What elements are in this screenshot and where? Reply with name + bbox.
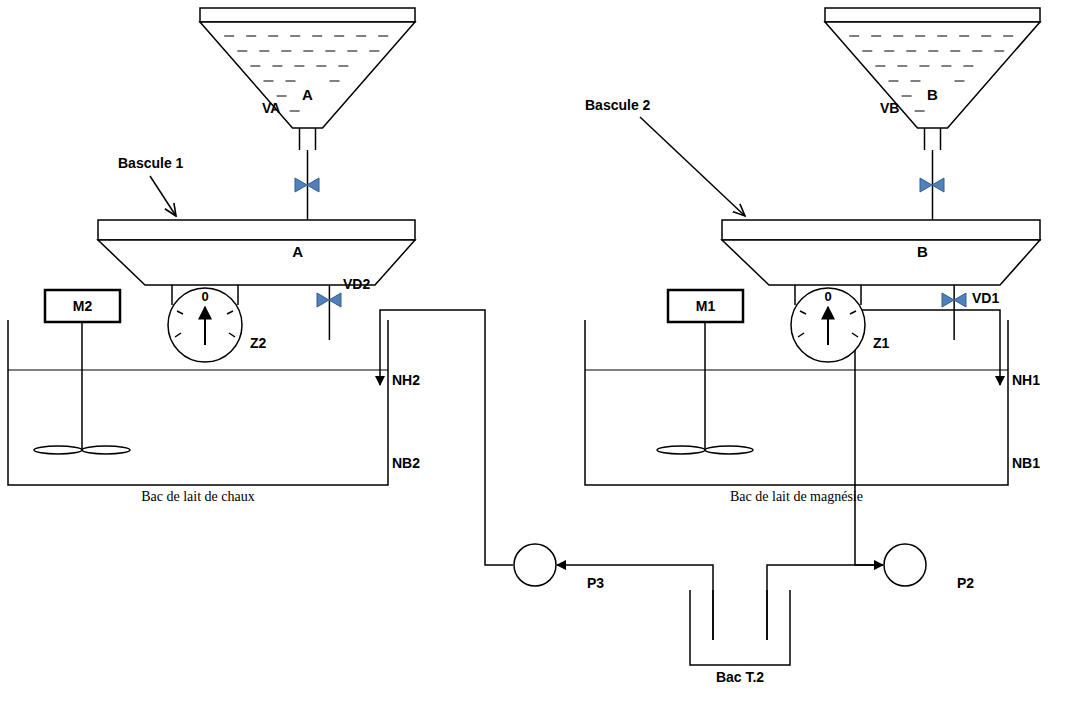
valve-symbol (317, 293, 341, 307)
hopper: A (200, 8, 415, 150)
part-label: NB2 (392, 455, 420, 471)
part-label: VD2 (343, 276, 370, 292)
pump-outline (883, 543, 927, 587)
bascule-outline (98, 220, 415, 285)
buffer-tank: Bac T.2 (690, 590, 790, 665)
scale-dial: 0 (167, 287, 243, 363)
pipe-line (953, 285, 955, 340)
part-label: VB (880, 100, 899, 116)
pump: P3 (513, 543, 557, 587)
node-text: M2 (73, 298, 92, 314)
node-text: A (302, 86, 313, 103)
agitator-shaft (81, 322, 83, 450)
node-text: A (292, 243, 303, 260)
scale-leg (860, 285, 862, 305)
part-label: Z1 (873, 335, 889, 351)
mixing-tank: Bac de lait de chaux (8, 320, 388, 485)
part-label: Bascule 2 (585, 97, 650, 113)
hopper-outline (825, 8, 1040, 150)
scale-leg (794, 285, 796, 305)
tank-outline (8, 320, 388, 485)
pipe-line (767, 565, 883, 640)
pipe-line (855, 310, 1000, 565)
weighing-hopper: A (98, 220, 415, 285)
scale-leg (171, 285, 173, 305)
hopper-outline (200, 8, 415, 150)
scale-leg (237, 285, 239, 305)
tank-caption: Bac T.2 (716, 669, 764, 685)
pump: P2 (883, 543, 927, 587)
pump-label: P2 (957, 575, 974, 591)
hopper: B (825, 8, 1040, 150)
agitator-blade (34, 446, 82, 454)
part-label: NB1 (1012, 455, 1040, 471)
weighing-hopper: B (722, 220, 1040, 285)
pipe-line (329, 285, 331, 340)
part-label: Z2 (250, 335, 266, 351)
bascule-outline (722, 220, 1040, 285)
part-label: Bascule 1 (118, 155, 183, 171)
part-label: VD1 (972, 290, 999, 306)
pipe-line (380, 310, 513, 565)
agitator-shaft (704, 322, 706, 450)
tank-caption: Bac de lait de chaux (141, 489, 255, 505)
tank-caption: Bac de lait de magnésie (730, 489, 863, 505)
leader-arrow (640, 117, 745, 216)
node-text: B (927, 86, 938, 103)
part-label: NH1 (1012, 372, 1040, 388)
scale-dial: 0 (790, 287, 866, 363)
motor-box: M2 (45, 290, 120, 322)
agitator-blade (82, 446, 130, 454)
motor-box: M1 (668, 290, 743, 322)
agitator-blade (657, 446, 705, 454)
pipe-wall (766, 590, 768, 640)
pump-label: P3 (587, 575, 604, 591)
part-label: VA (262, 100, 280, 116)
pipe-wall (712, 590, 714, 640)
agitator-blade (705, 446, 753, 454)
valve-symbol (920, 178, 944, 192)
pump-outline (513, 543, 557, 587)
valve-symbol (295, 178, 319, 192)
node-text: 0 (824, 289, 831, 304)
node-text: 0 (201, 289, 208, 304)
leader-arrow (150, 176, 176, 216)
valve-symbol (942, 293, 966, 307)
node-text: M1 (696, 298, 715, 314)
bact2-outline (690, 590, 790, 665)
mixing-tank: Bac de lait de magnésie (585, 320, 1008, 485)
node-text: B (917, 243, 928, 260)
part-label: NH2 (392, 372, 420, 388)
tank-outline (585, 320, 1008, 485)
